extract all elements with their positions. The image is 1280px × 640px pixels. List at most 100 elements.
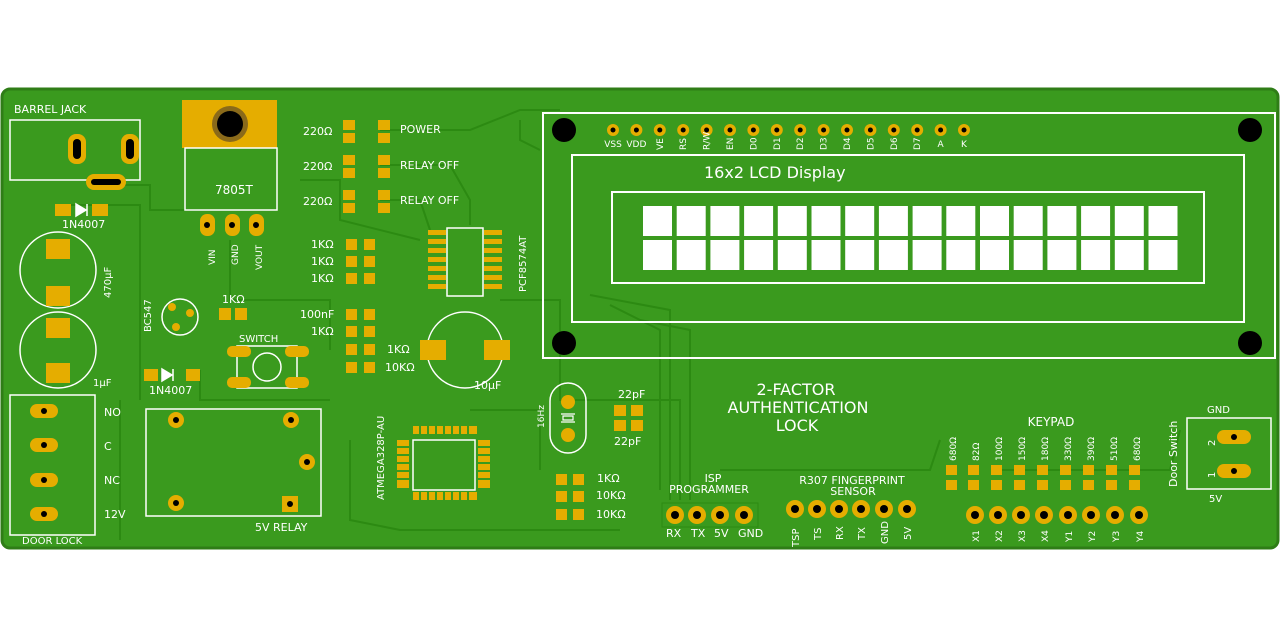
lcd-char-cell — [845, 240, 875, 270]
keypad-header-pins — [966, 506, 1148, 524]
lcd-char-cell — [946, 240, 976, 270]
keypad-res-8: 680Ω — [1133, 437, 1143, 461]
lcd-screen-bezel — [571, 154, 1245, 323]
transistor-outline — [161, 298, 199, 336]
cap-470-label: 470µF — [103, 267, 114, 298]
regulator-pin-vout: VOUT — [255, 244, 265, 270]
diode1-pad-a[interactable] — [55, 204, 71, 216]
regulator-label: 7805T — [215, 183, 254, 197]
diode2-pad-a[interactable] — [144, 369, 158, 381]
res-col-2-0: 100nF — [300, 308, 334, 321]
pcf-chip-pads — [428, 230, 502, 289]
cap-470-pad-1[interactable] — [46, 239, 70, 259]
transistor-pin-1[interactable] — [168, 303, 176, 311]
lcd-pin-hole — [914, 127, 920, 133]
res-col-1-0: 1KΩ — [311, 238, 334, 251]
lcd-char-cell — [643, 240, 672, 270]
keypad-pin-y4: Y4 — [1136, 531, 1146, 543]
lcd-pin-label: D1 — [773, 137, 783, 150]
mcu-label: ATMEGA328P-AU — [376, 416, 387, 500]
relay-label: 5V RELAY — [255, 521, 308, 534]
cap-470-pad-2[interactable] — [46, 286, 70, 306]
cap-10u-pad-2[interactable] — [484, 340, 510, 360]
transistor-pin-2[interactable] — [186, 309, 194, 317]
res-col-1-2: 1KΩ — [311, 272, 334, 285]
keypad-res-pads — [946, 465, 1140, 490]
lcd-character-cells — [643, 206, 1178, 270]
lcd-mount-hole-tl — [552, 118, 576, 142]
transistor-res-pad-1[interactable] — [219, 308, 231, 320]
lcd-pin-hole — [797, 127, 803, 133]
crystal-pin-2[interactable] — [561, 428, 575, 442]
fp-pin-2: RX — [835, 526, 846, 540]
lcd-pin-hole — [610, 127, 616, 133]
led-res-2: 220Ω — [303, 160, 332, 173]
keypad-res-5: 330Ω — [1064, 437, 1074, 461]
relay-outline — [145, 408, 322, 517]
crystal-cap-2: 22pF — [614, 435, 641, 448]
fp-pin-0: TSP — [791, 529, 802, 549]
mcu-pad-gaps — [397, 426, 490, 500]
terminal-label-nc: NC — [104, 474, 120, 487]
lcd-pin-label: R/W — [703, 132, 713, 150]
cap-1u-pad-2[interactable] — [46, 363, 70, 383]
diode2-pad-k[interactable] — [186, 369, 200, 381]
lcd-pin-hole — [961, 127, 967, 133]
terminal-label-no: NO — [104, 406, 121, 419]
door-switch-pin-2: 2 — [1207, 440, 1218, 446]
cap-10u-label: 10µF — [474, 379, 501, 392]
door-switch-gnd: GND — [1207, 405, 1230, 416]
crystal-pin-1[interactable] — [561, 395, 575, 409]
transistor-pin-3[interactable] — [172, 323, 180, 331]
lcd-char-cell — [1047, 240, 1077, 270]
lcd-pin-hole — [680, 127, 686, 133]
fp-pin-1: TS — [813, 528, 824, 541]
lcd-pin-hole — [704, 127, 710, 133]
cap-1u-pad-1[interactable] — [46, 318, 70, 338]
fp-title-2: SENSOR — [830, 485, 876, 498]
crystal-outline — [549, 382, 587, 454]
lcd-char-cell — [878, 240, 908, 270]
switch-pad-bl[interactable] — [227, 377, 251, 388]
led-label-1: POWER — [400, 123, 441, 136]
keypad-res-4: 180Ω — [1041, 437, 1051, 461]
keypad-pin-x4: X4 — [1041, 530, 1051, 542]
crystal-symbol — [561, 413, 575, 423]
lcd-pin-hole — [633, 127, 639, 133]
lcd-pin-label: EN — [726, 138, 736, 150]
switch-pad-tl[interactable] — [227, 346, 251, 357]
door-lock-label: DOOR LOCK — [22, 536, 83, 547]
lcd-pin-label: D2 — [796, 137, 806, 150]
led-label-2: RELAY OFF — [400, 159, 459, 172]
board-title-line-1: 2-FACTOR — [756, 380, 835, 399]
cap-10u-pad-1[interactable] — [420, 340, 446, 360]
diode1-pad-k[interactable] — [92, 204, 108, 216]
lcd-char-cell — [1013, 206, 1043, 236]
mcu-res-1: 10KΩ — [596, 489, 626, 502]
relay-terminal-block — [9, 394, 96, 536]
regulator-mount-hole-inner — [217, 111, 243, 137]
switch-pad-br[interactable] — [285, 377, 309, 388]
keypad-res-0: 680Ω — [949, 437, 959, 461]
barrel-jack-hole-3 — [91, 179, 121, 185]
transistor-res-pad-2[interactable] — [235, 308, 247, 320]
lcd-pin-label: D3 — [820, 137, 830, 150]
keypad-res-7: 510Ω — [1110, 437, 1120, 461]
res-col-1-1: 1KΩ — [311, 255, 334, 268]
lcd-char-cell — [1114, 206, 1144, 236]
lcd-module-outline — [542, 112, 1276, 359]
switch-pad-tr[interactable] — [285, 346, 309, 357]
lcd-char-cell — [676, 206, 706, 236]
lcd-mount-hole-bl — [552, 331, 576, 355]
barrel-jack-hole-2 — [126, 139, 134, 159]
lcd-char-cell — [643, 206, 672, 236]
mcu-res-2: 10KΩ — [596, 508, 626, 521]
fp-pin-3: TX — [857, 527, 868, 541]
board-title-line-3: LOCK — [776, 416, 819, 435]
lcd-char-cell — [744, 206, 774, 236]
terminal-label-12v: 12V — [104, 508, 126, 521]
cap-1u-outline — [19, 311, 97, 389]
lcd-pin-label: VE — [656, 138, 666, 150]
lcd-char-cell — [1081, 206, 1111, 236]
